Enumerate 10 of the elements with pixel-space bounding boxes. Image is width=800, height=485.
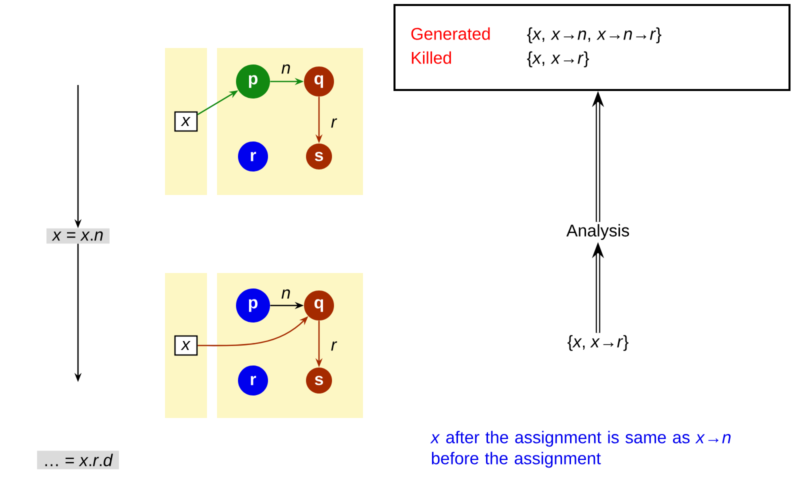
note-text: x after the assignment is same as x→n before the assignment	[430, 430, 731, 468]
gen-kill-table: Generated {x, x→n, x→n→r} Killed {x, x→r}	[394, 4, 790, 91]
variable-box: x	[174, 111, 198, 132]
text-label: {x, x→r}	[568, 335, 628, 351]
statement-box: … = x.r.d	[37, 450, 119, 470]
variable-box: x	[174, 335, 198, 356]
text-label: Analysis	[566, 224, 630, 240]
panel-background	[165, 48, 207, 195]
statement-box: x = x.n	[46, 228, 110, 244]
panel-background	[165, 273, 207, 418]
